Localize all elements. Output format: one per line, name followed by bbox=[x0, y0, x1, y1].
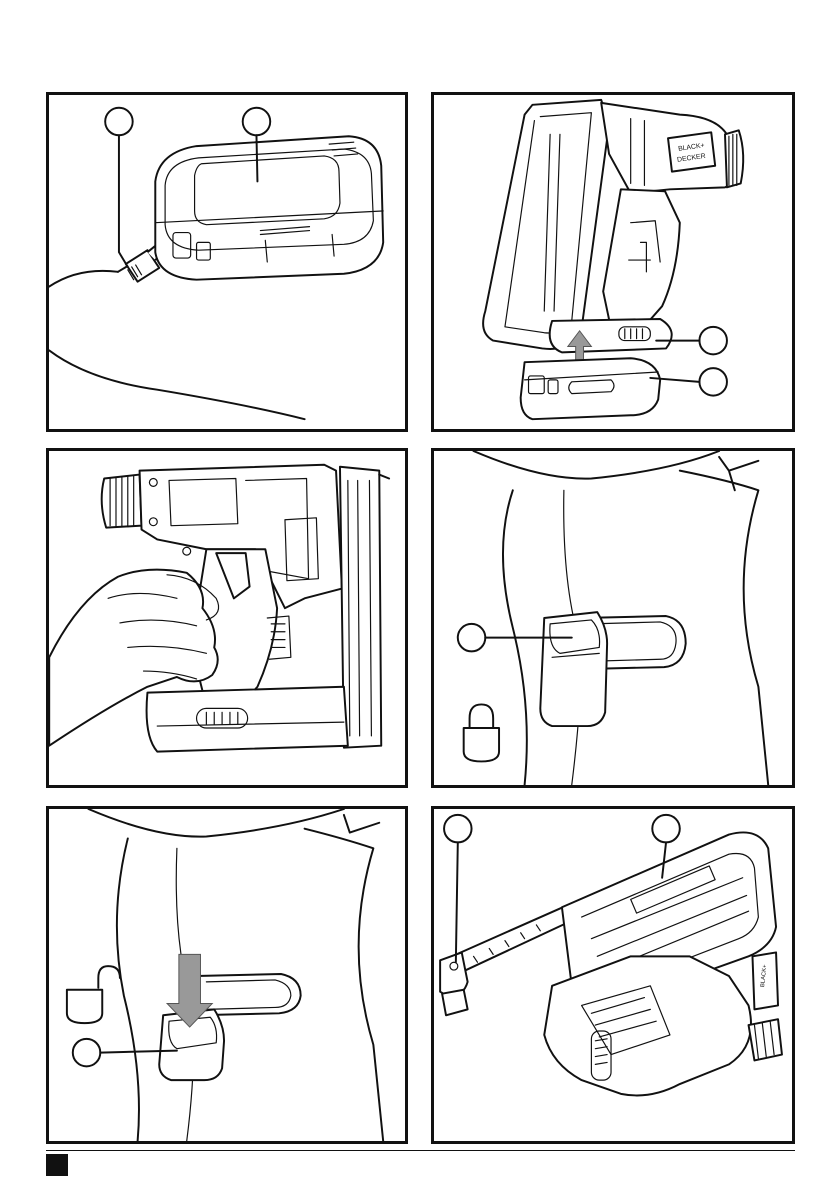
figure-magazine-open: BLACK+ bbox=[431, 806, 795, 1144]
footer-rule bbox=[46, 1150, 795, 1151]
figure-tool-grip bbox=[46, 448, 408, 788]
magazine-open-illustration: BLACK+ bbox=[434, 809, 792, 1141]
callout-marker-1 bbox=[458, 624, 486, 652]
callout-marker-1 bbox=[73, 1039, 101, 1067]
tool-grip-illustration bbox=[49, 451, 405, 785]
callout-marker-2 bbox=[652, 815, 680, 843]
battery-charging-illustration bbox=[49, 95, 405, 429]
figure-battery-insertion: BLACK+ DECKER bbox=[431, 92, 795, 432]
lock-off-locked-illustration bbox=[434, 451, 792, 785]
figure-lock-off-locked bbox=[431, 448, 795, 788]
callout-marker-2 bbox=[699, 368, 727, 396]
figure-battery-charging bbox=[46, 92, 408, 432]
lock-off-unlocked-illustration bbox=[49, 809, 405, 1141]
callout-marker-2 bbox=[243, 108, 271, 136]
callout-marker-1 bbox=[444, 815, 472, 843]
callout-marker-1 bbox=[105, 108, 133, 136]
padlock-closed-icon bbox=[464, 704, 499, 761]
battery-insertion-illustration: BLACK+ DECKER bbox=[434, 95, 792, 429]
callout-marker-1 bbox=[699, 327, 727, 355]
figure-lock-off-unlocked bbox=[46, 806, 408, 1144]
padlock-open-icon bbox=[67, 966, 120, 1023]
page-marker bbox=[46, 1154, 68, 1176]
